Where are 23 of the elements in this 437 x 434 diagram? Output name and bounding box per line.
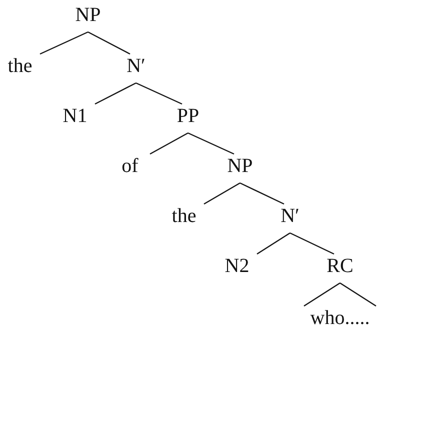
tree-branch [94,82,136,105]
tree-branch [88,31,130,55]
roof-triangle [303,282,377,307]
tree-branch [290,232,334,255]
tree-label: N′ [280,205,300,227]
tree-label: N′ [126,55,146,77]
tree-branch [136,82,182,105]
tree-branch [188,132,234,155]
tree-label: the [8,55,32,77]
tree-label: of [122,155,138,177]
tree-branch [40,31,88,55]
tree-label: N2 [224,255,250,277]
tree-label: the [172,205,196,227]
tree-label: N1 [62,105,88,127]
tree-label: NP [75,4,101,26]
tree-branch [240,182,284,205]
tree-label: NP [227,155,253,177]
tree-label: PP [176,105,200,127]
tree-label: who..... [310,307,370,329]
tree-branch [204,182,240,205]
tree-label: RC [326,255,354,277]
tree-branch [150,132,188,155]
tree-branch [256,232,290,254]
